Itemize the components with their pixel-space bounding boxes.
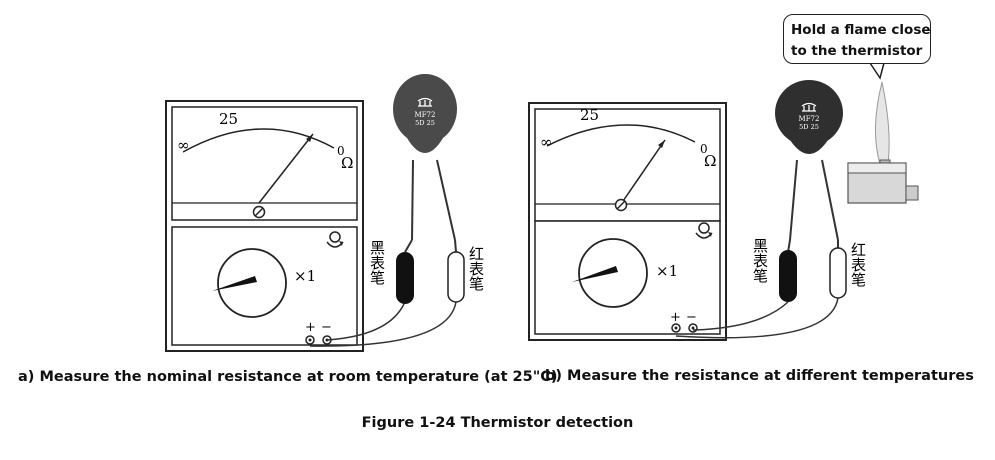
- figure-caption: Figure 1-24 Thermistor detection: [361, 415, 634, 431]
- meter-a-ohm: Ω: [341, 154, 353, 172]
- meter-a-minus-label: −: [321, 320, 332, 335]
- lighter: [847, 81, 919, 204]
- meter-a-zero: 0: [337, 144, 345, 158]
- meter-b-display: [534, 108, 721, 222]
- meter-a-zero-adjust-screw[interactable]: [252, 205, 266, 219]
- multimeter-a: 25 ∞ 0 Ω ×1 + −: [165, 100, 364, 352]
- meter-a-infinity: ∞: [177, 136, 190, 154]
- thermistor-a-code: 5D 25: [415, 119, 435, 127]
- meter-b-plus-label: +: [670, 310, 681, 325]
- meter-b-scale-25: 25: [580, 106, 599, 124]
- meter-a-scale-25: 25: [219, 110, 238, 128]
- meter-b-range-label: ×1: [656, 262, 678, 280]
- meter-b-zero-adjust-screw[interactable]: [614, 198, 628, 212]
- meter-b-infinity: ∞: [540, 133, 553, 151]
- meter-a-range-dial[interactable]: [212, 248, 287, 318]
- thermistor-a-model: MF72: [415, 111, 436, 119]
- thermistor-a-logo-icon: [417, 97, 433, 107]
- flame-icon: [875, 81, 890, 165]
- red-probe-a[interactable]: [309, 239, 465, 347]
- callout-line-1: Hold a flame close: [791, 22, 931, 38]
- flame-callout: Hold a flame close to the thermistor: [783, 14, 931, 64]
- thermistor-b-model: MF72: [799, 115, 820, 123]
- caption-b: b) Measure the resistance at different t…: [545, 368, 974, 384]
- thermistor-b-logo-icon: [801, 102, 817, 112]
- black-probe-a[interactable]: [326, 239, 414, 341]
- black-probe-b-label: 黑表笔: [751, 238, 769, 283]
- meter-a-display: [171, 106, 358, 221]
- meter-a-plus-label: +: [305, 320, 316, 335]
- meter-a-needle: [258, 133, 314, 204]
- meter-b-jacks[interactable]: [671, 323, 698, 333]
- meter-b-minus-label: −: [686, 310, 697, 325]
- meter-b-ohm-adjust-icon[interactable]: [695, 222, 713, 239]
- black-probe-b[interactable]: [692, 239, 797, 331]
- meter-b-zero: 0: [700, 142, 708, 156]
- callout-pointer: [869, 62, 885, 80]
- callout-line-2: to the thermistor: [791, 43, 923, 59]
- black-probe-a-label: 黑表笔: [368, 240, 386, 285]
- red-probe-b[interactable]: [675, 240, 847, 339]
- meter-b-dial-pointer: [572, 266, 618, 282]
- red-probe-b-label: 红表笔: [849, 242, 867, 287]
- thermistor-b-code: 5D 25: [799, 123, 819, 131]
- thermistor-a: MF72 5D 25: [393, 74, 457, 241]
- meter-b-scale-arc: [546, 124, 696, 147]
- meter-b-needle: [620, 139, 666, 205]
- caption-a: a) Measure the nominal resistance at roo…: [18, 369, 558, 385]
- meter-a-dial-pointer: [212, 276, 257, 291]
- meter-a-scale-arc: [182, 128, 335, 153]
- red-probe-a-label: 红表笔: [467, 246, 485, 291]
- meter-a-range-label: ×1: [294, 267, 316, 285]
- multimeter-b: 25 ∞ 0 Ω ×1 + −: [528, 102, 727, 341]
- meter-a-ohm-adjust-icon[interactable]: [326, 231, 344, 248]
- meter-b-range-dial[interactable]: [572, 238, 648, 308]
- meter-a-jacks[interactable]: [305, 335, 332, 345]
- meter-b-ohm: Ω: [704, 152, 716, 170]
- thermistor-b: MF72 5D 25: [775, 80, 843, 241]
